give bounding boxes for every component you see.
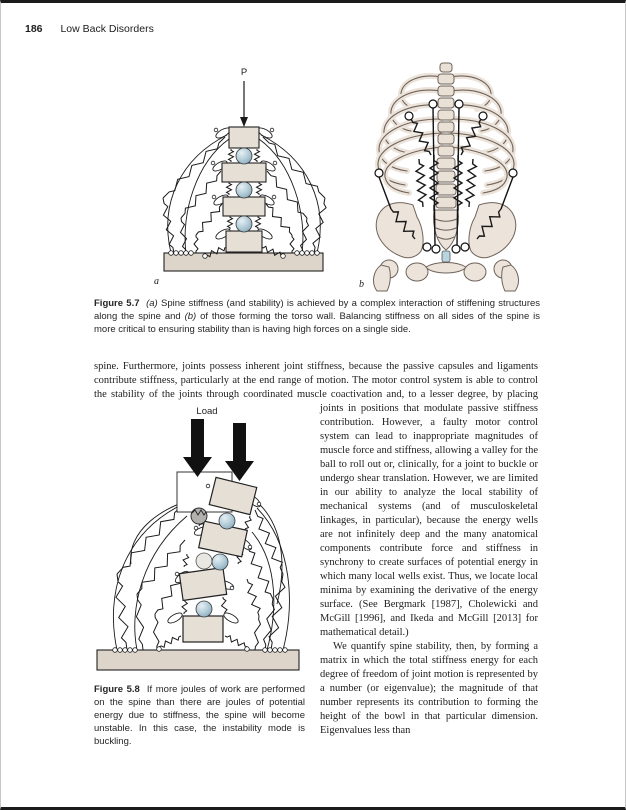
vertebra-blocks: [178, 476, 258, 643]
caption-text: of those forming the torso wall. Balanci…: [94, 311, 540, 335]
sacrum: [433, 209, 459, 251]
caption-text: If more joules of work are performed on …: [94, 684, 306, 747]
page-number: 186: [25, 23, 43, 35]
figure-part-b-label: b: [359, 279, 364, 290]
attachment-points: [168, 127, 320, 259]
figure-5-7-caption-label: Figure 5.7: [94, 298, 140, 309]
load-label: Load: [196, 406, 217, 417]
page-header: 186 Low Back Disorders: [25, 23, 154, 35]
spring-network: [162, 136, 327, 258]
tendon-lines: [167, 134, 321, 254]
load-arrow-p: [240, 81, 248, 127]
caption-b-marker: (b): [184, 311, 197, 322]
muscle-springs: [390, 118, 502, 240]
attachment-points: [112, 483, 288, 653]
running-title: Low Back Disorders: [60, 23, 154, 35]
pelvis: [373, 202, 519, 292]
body-text-area: spine. Furthermore, joints possess inher…: [94, 360, 538, 756]
caption-text: Spine stiffness (and stability) is achie…: [94, 298, 541, 322]
base-platform: [96, 649, 300, 671]
figure-5-8-caption-label: Figure 5.8: [94, 684, 140, 695]
symphysis-marker: [441, 250, 451, 263]
rib-cage: [375, 73, 517, 196]
paragraph-2: We quantify spine stability, then, by fo…: [320, 641, 538, 736]
force-label: P: [241, 67, 247, 78]
base-platform: [163, 252, 324, 272]
figure-5-8-caption: Figure 5.8 If more joules of work are pe…: [94, 683, 305, 748]
paragraph-1: spine. Furthermore, joints possess inher…: [94, 360, 539, 747]
figure-5-7b-torso-skeleton: b: [351, 59, 541, 302]
ball-joints: [235, 147, 253, 233]
vertebra-blocks: [221, 126, 267, 253]
buckling-spine-illustration: Load: [96, 406, 300, 671]
torso-skeleton-illustration: b: [359, 62, 519, 292]
figure-5-8-block: Load Figure 5.8 If more joules of work a…: [94, 404, 311, 756]
paragraph-1-continued: lesser degree, by placing joints in posi…: [320, 389, 539, 638]
paragraph-1-start: spine. Furthermore, joints possess inher…: [94, 361, 538, 400]
figure-part-a-label: a: [154, 276, 159, 287]
figure-5-7-caption: Figure 5.7 (a) Spine stiffness (and stab…: [94, 297, 540, 336]
spine-model-illustration: P a: [154, 67, 327, 287]
caption-a-marker: (a): [146, 298, 158, 309]
figure-5-7a-spine-model: P a: [141, 63, 327, 298]
attachment-points: [374, 99, 518, 254]
load-arrows: [183, 419, 254, 481]
ball-joints: [190, 507, 236, 618]
spine-column: [435, 62, 457, 209]
